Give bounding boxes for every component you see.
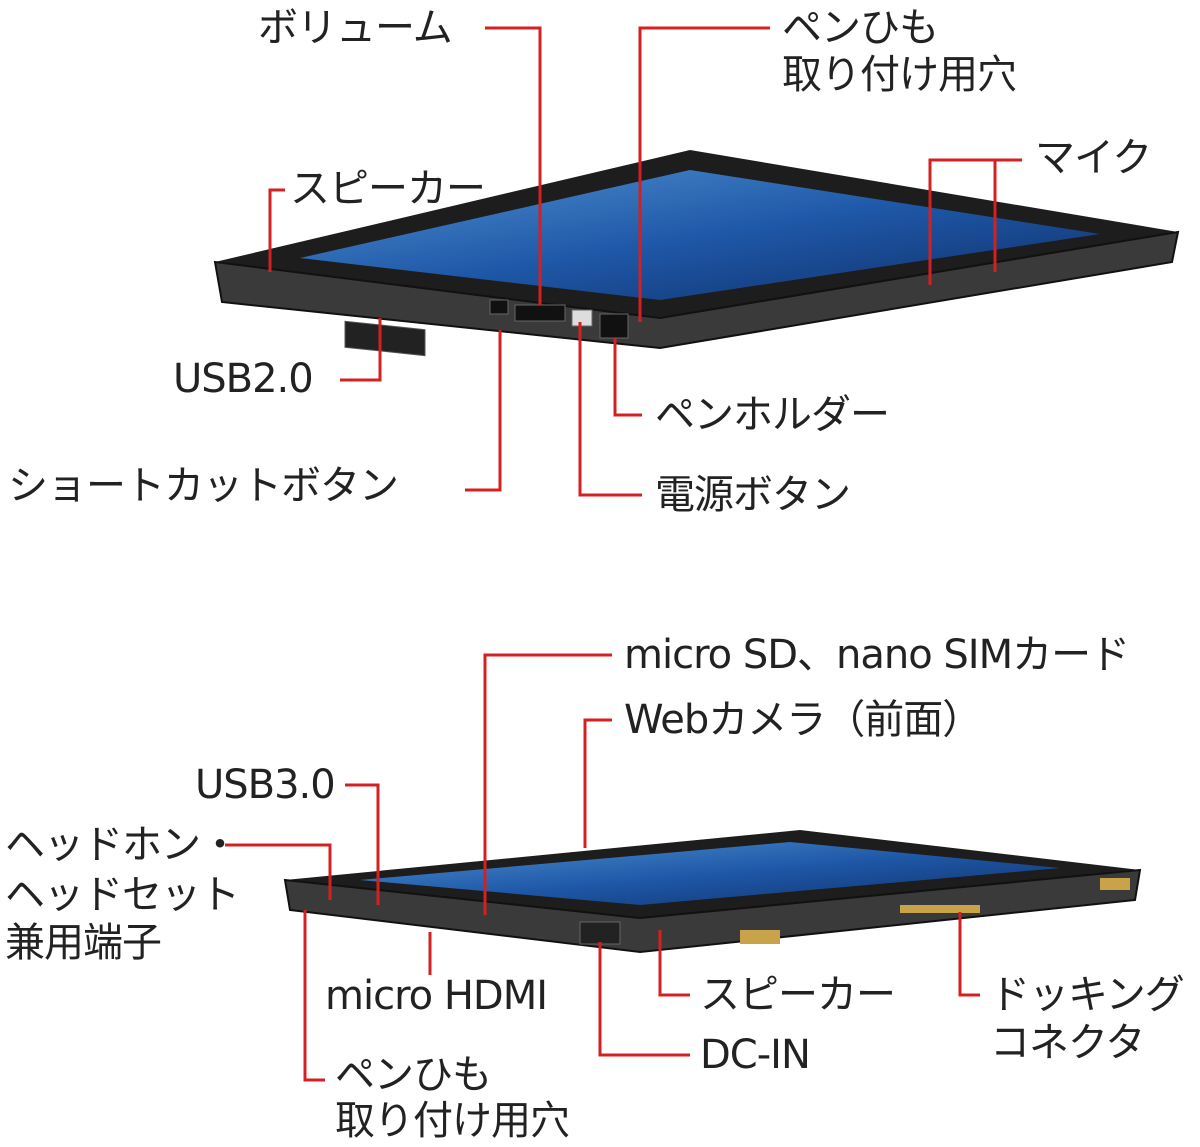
docking-connector-shape xyxy=(900,905,980,913)
leader-webcam xyxy=(583,718,612,848)
label-webcam: Webカメラ（前面） xyxy=(624,697,982,743)
docking-pad-left xyxy=(740,930,780,944)
tablet-top-side xyxy=(213,230,1180,350)
tablet-bottom-view xyxy=(283,830,1142,954)
shortcut-button-shape xyxy=(489,299,509,315)
leader-mic xyxy=(928,158,1022,285)
dc-in-port xyxy=(579,921,621,945)
leader-speaker-top xyxy=(268,188,285,272)
label-usb2: USB2.0 xyxy=(173,356,314,402)
label-docking-2: コネクタ xyxy=(990,1020,1145,1066)
tablet-top-view xyxy=(213,150,1180,357)
leader-sd-sim xyxy=(483,653,612,915)
leader-pen-strap-top xyxy=(638,26,770,322)
label-speaker-bottom: スピーカー xyxy=(700,972,896,1018)
leader-power xyxy=(578,322,642,497)
tablet-bottom-side xyxy=(283,868,1142,954)
power-button-shape xyxy=(571,309,593,327)
leader-lines xyxy=(225,26,1022,1082)
label-pen-strap-top-2: 取り付け用穴 xyxy=(782,52,1017,98)
leader-pen-holder xyxy=(613,338,642,417)
usb2-port xyxy=(344,320,426,357)
label-sd-sim: micro SD、nano SIMカード xyxy=(624,632,1130,678)
leader-volume xyxy=(485,26,542,305)
label-mic: マイク xyxy=(1035,135,1152,181)
leader-headphone xyxy=(225,843,332,900)
label-docking-1: ドッキング xyxy=(990,972,1185,1018)
label-shortcut-button: ショートカットボタン xyxy=(8,463,399,509)
docking-pad-right xyxy=(1100,878,1130,890)
label-headphone-1: ヘッドホン・ xyxy=(5,822,240,868)
label-usb3: USB3.0 xyxy=(195,762,336,808)
label-speaker-top: スピーカー xyxy=(290,166,486,212)
label-pen-strap-bottom-1: ペンひも xyxy=(335,1052,492,1098)
leader-docking xyxy=(958,912,980,997)
leader-shortcut xyxy=(465,330,502,492)
label-volume: ボリューム xyxy=(258,5,453,51)
label-pen-strap-top-1: ペンひも xyxy=(782,5,939,51)
tablet-top-screen xyxy=(300,170,1100,300)
label-micro-hdmi: micro HDMI xyxy=(325,973,548,1019)
pen-holder-shape xyxy=(599,313,629,339)
volume-button-shape xyxy=(514,304,566,322)
leader-pen-strap-bottom xyxy=(303,910,325,1082)
leader-usb2 xyxy=(340,318,382,382)
label-dc-in: DC-IN xyxy=(700,1032,811,1078)
leader-dc-in xyxy=(598,942,690,1057)
leader-usb3 xyxy=(345,783,380,905)
label-headphone-3: 兼用端子 xyxy=(5,920,162,966)
leader-speaker-bottom xyxy=(658,930,690,997)
label-headphone-2: ヘッドセット xyxy=(5,872,240,918)
label-pen-strap-bottom-2: 取り付け用穴 xyxy=(335,1098,570,1144)
label-power-button: 電源ボタン xyxy=(655,472,851,518)
tablet-bottom-screen xyxy=(360,842,1060,905)
label-pen-holder: ペンホルダー xyxy=(655,392,890,438)
